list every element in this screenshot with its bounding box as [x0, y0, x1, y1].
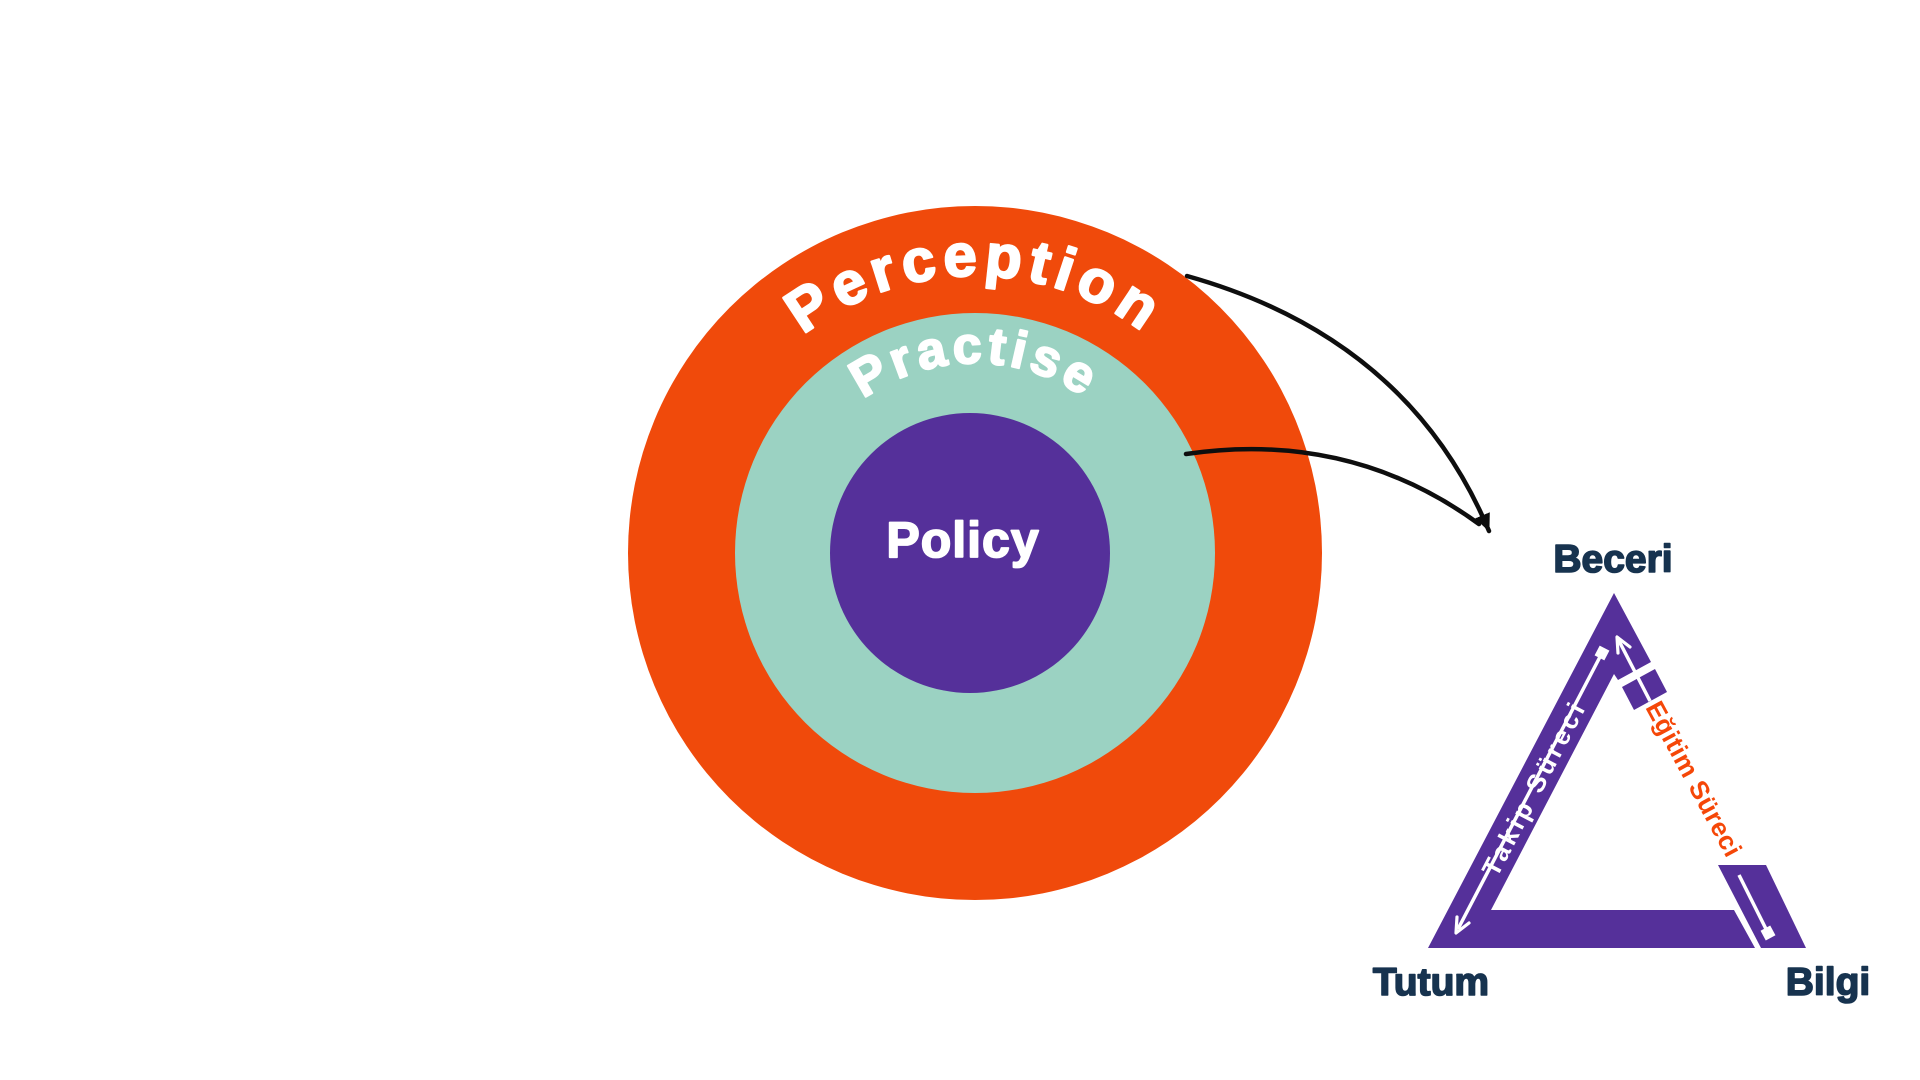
triangle-corner-segment: [1718, 865, 1806, 948]
connector-arrows-group: [1183, 273, 1492, 534]
egitim-sureci-arrow: [1615, 635, 1776, 941]
vertex-label-tutum: Tutum: [1373, 961, 1489, 1004]
triangle-body: [1428, 593, 1755, 948]
takip-sureci-arrowhead-icon: [1454, 915, 1471, 935]
takip-sureci-label: Takip Süreci: [1476, 695, 1593, 881]
practise-connector-arrow: [1183, 446, 1482, 527]
takip-sureci-arrow-line: [1456, 652, 1604, 930]
nested-circles-group: Perception Practise Policy: [628, 206, 1322, 900]
triangle-group: Takip Süreci Eğitim Süreci Beceri Tutum …: [1372, 537, 1871, 1005]
perception-connector-arrow: [1184, 273, 1492, 534]
takip-sureci-arrow: [1454, 645, 1610, 935]
egitim-sureci-arrow-line-bottom: [1737, 874, 1768, 930]
policy-circle: [830, 413, 1110, 693]
egitim-sureci-arrow-cap: [1760, 925, 1776, 941]
takip-sureci-arrow-cap: [1594, 645, 1610, 661]
egitim-sureci-arrow-line-top: [1615, 636, 1652, 702]
egitim-sureci-arrowhead-icon: [1615, 635, 1632, 655]
vertex-label-beceri: Beceri: [1553, 538, 1672, 581]
egitim-sureci-label: Eğitim Süreci: [1640, 696, 1749, 862]
vertex-label-bilgi: Bilgi: [1786, 961, 1871, 1004]
policy-circle-label: Policy: [886, 512, 1039, 568]
